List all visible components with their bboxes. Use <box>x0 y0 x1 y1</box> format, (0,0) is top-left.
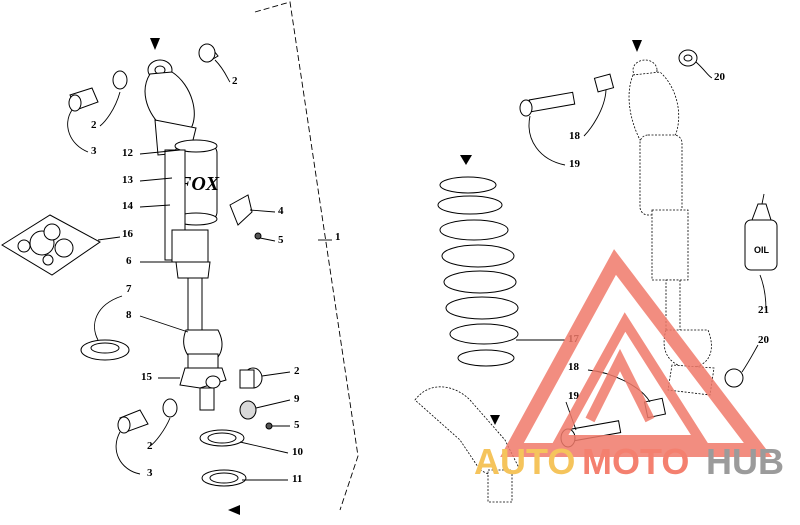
watermark-hub: HUB <box>706 441 784 482</box>
right-shock-assembly: OIL <box>414 40 778 503</box>
rebound-adjuster <box>239 400 257 420</box>
screw-5-lower <box>265 422 273 430</box>
callout-16: 16 <box>122 228 134 240</box>
callout-2b: 2 <box>91 119 97 131</box>
callout-14: 14 <box>122 200 134 212</box>
watermark-text: AUTO MOTO HUB <box>474 441 784 482</box>
ghost-shock-body <box>651 209 689 281</box>
callout-7: 7 <box>126 283 132 295</box>
watermark-triangle-inner <box>551 312 710 445</box>
callout-5b: 5 <box>294 419 300 431</box>
callout-9: 9 <box>294 393 300 405</box>
coil-spring <box>437 155 519 367</box>
callout-15: 15 <box>141 371 153 383</box>
screw-5-upper <box>254 232 262 240</box>
oil-bottle-label: OIL <box>754 245 770 255</box>
seal-cap <box>175 261 211 279</box>
left-shock-assembly: FOX <box>1 1 359 515</box>
top-arrow-right <box>632 40 642 52</box>
watermark-triangle-outer <box>500 249 773 457</box>
callout-19b: 19 <box>568 390 580 402</box>
callout-19a: 19 <box>569 158 581 170</box>
bushing-2-lower-left <box>162 398 178 418</box>
oil-bottle: OIL <box>744 193 778 271</box>
callout-4: 4 <box>278 205 284 217</box>
callout-3b: 3 <box>147 467 153 479</box>
bracket-1 <box>254 1 359 511</box>
callout-20b: 20 <box>758 334 770 346</box>
callout-18b: 18 <box>568 361 580 373</box>
top-arrow-left <box>150 38 160 50</box>
ghost-shock-upper <box>628 71 680 146</box>
adjuster-knob <box>229 194 253 226</box>
piston-shaft <box>187 277 203 331</box>
callout-8: 8 <box>126 309 132 321</box>
callout-6: 6 <box>126 255 132 267</box>
callout-13: 13 <box>122 174 134 186</box>
callout-2a: 2 <box>232 75 238 87</box>
brand-label: FOX <box>177 173 220 195</box>
upper-body <box>144 71 195 131</box>
washer-20-lower <box>724 368 744 388</box>
watermark-logo <box>500 249 773 457</box>
callout-3a: 3 <box>91 145 97 157</box>
callout-21: 21 <box>758 304 769 316</box>
seal-kit <box>1 214 101 276</box>
callout-20a: 20 <box>714 71 726 83</box>
callout-2d: 2 <box>147 440 153 452</box>
callout-1: 1 <box>335 231 341 243</box>
watermark-m-stroke <box>585 348 655 423</box>
bushing-2-left <box>112 70 128 90</box>
bolt-19-top <box>519 91 576 117</box>
watermark-auto: AUTO <box>474 441 575 482</box>
callout-11: 11 <box>292 473 302 485</box>
watermark-moto: MOTO <box>582 441 689 482</box>
callout-2c: 2 <box>294 365 300 377</box>
bottom-arrow-left <box>228 505 240 515</box>
callout-18a: 18 <box>569 130 581 142</box>
sleeve-18-top <box>593 73 615 93</box>
callout-5a: 5 <box>278 234 284 246</box>
callout-10: 10 <box>292 446 304 458</box>
callout-12: 12 <box>122 147 134 159</box>
leader-lines-left <box>67 59 291 481</box>
bushing-2-top <box>198 43 219 63</box>
